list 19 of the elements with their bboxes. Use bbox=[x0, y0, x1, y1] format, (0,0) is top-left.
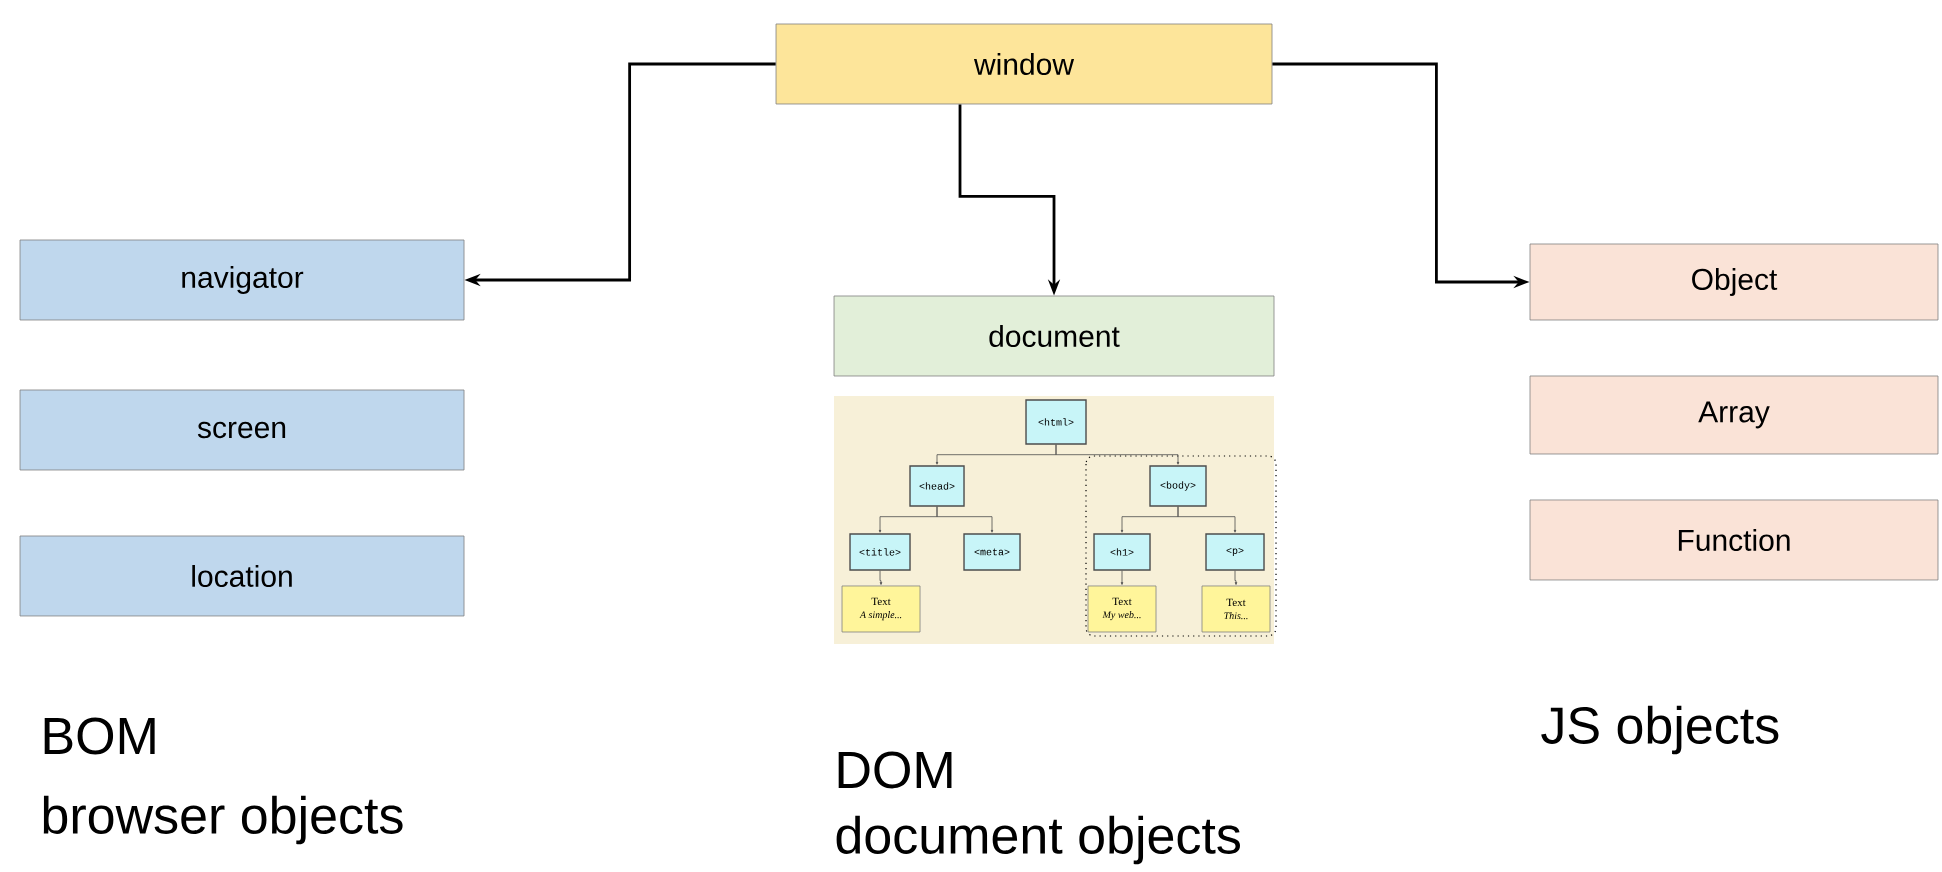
group-label: DOM bbox=[838, 751, 952, 789]
window-box: window bbox=[775, 23, 1273, 105]
group-label: document objects bbox=[836, 815, 1240, 865]
object-box: document bbox=[833, 295, 1275, 377]
arrow bbox=[879, 570, 883, 585]
arrow bbox=[936, 506, 994, 533]
arrow bbox=[1177, 506, 1237, 533]
object-box: navigator bbox=[19, 239, 465, 321]
group-label: browser objects bbox=[43, 795, 403, 845]
object-box: Array bbox=[1529, 375, 1939, 455]
group-label: JS objects bbox=[1541, 705, 1779, 755]
arrow bbox=[1055, 444, 1180, 465]
object-box: Function bbox=[1529, 499, 1939, 581]
object-box: location bbox=[19, 535, 465, 617]
arrow bbox=[1234, 570, 1238, 585]
arrow bbox=[1120, 570, 1124, 585]
group-label: BOM bbox=[44, 717, 155, 755]
object-box: screen bbox=[19, 389, 465, 471]
object-box: Object bbox=[1529, 243, 1939, 321]
